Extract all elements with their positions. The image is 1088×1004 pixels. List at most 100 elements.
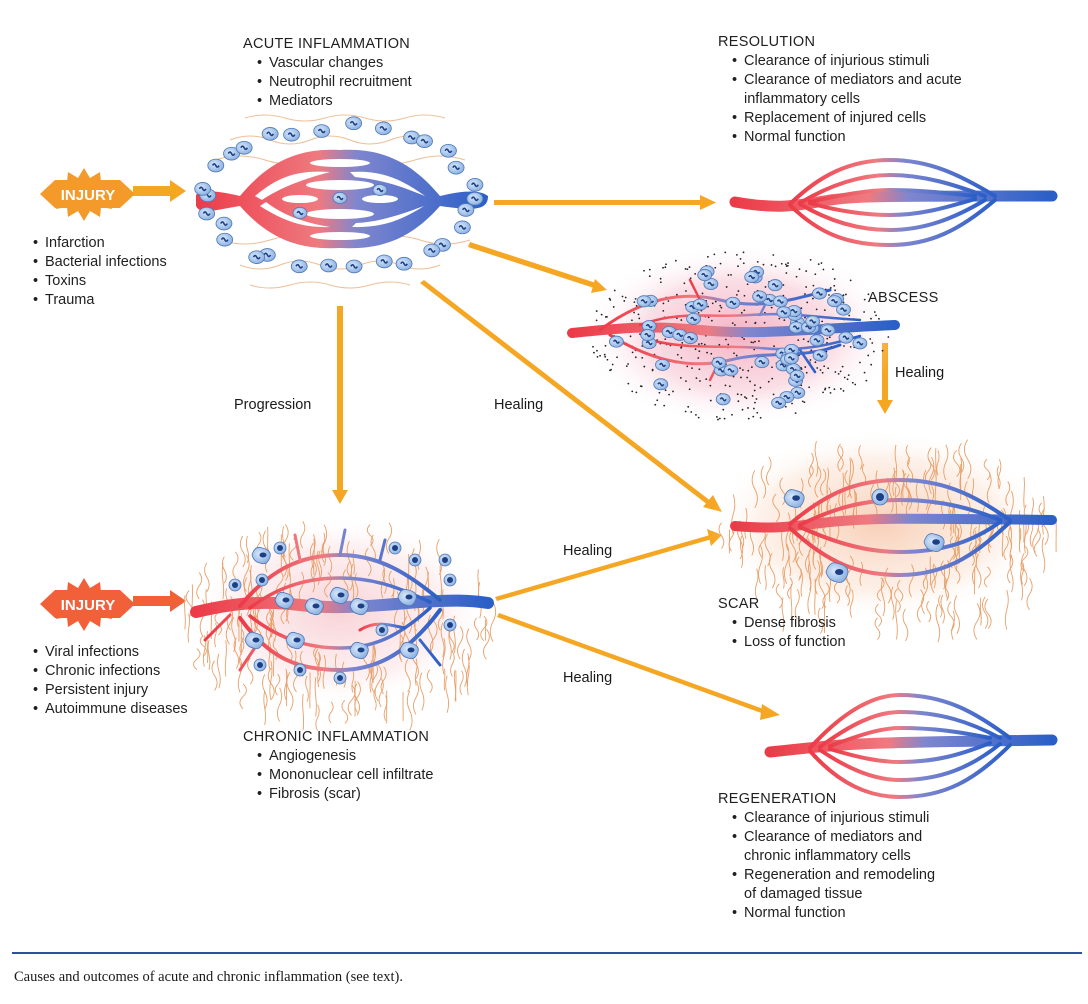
scar-item: Loss of function — [730, 633, 846, 652]
neutrophil-cell — [771, 396, 787, 409]
neutrophil-cell — [290, 259, 308, 274]
neutrophil-cell — [820, 324, 836, 337]
regeneration-list: Clearance of injurious stimuli Clearance… — [730, 809, 935, 923]
acute-item: Mediators — [255, 92, 412, 111]
acute-neutrophils — [194, 116, 484, 274]
neutrophil-cell — [683, 332, 698, 345]
neutrophil-cell — [216, 232, 234, 247]
neutrophil-cell — [776, 306, 792, 319]
macrophage-cell — [923, 533, 945, 553]
macrophage-cell — [274, 591, 294, 610]
resolution-vessel-illustration — [729, 157, 1058, 248]
arrows-group — [133, 180, 893, 720]
scar-cells — [783, 488, 945, 583]
arrow-acute-to-resolution — [494, 195, 716, 210]
acute-list: Vascular changes Neutrophil recruitment … — [255, 54, 412, 111]
neutrophil-cell — [725, 296, 741, 309]
neutrophil-cell — [783, 352, 799, 365]
neutrophil-cell — [836, 303, 851, 316]
neutrophil-cell — [447, 160, 465, 175]
cause-item: Autoimmune diseases — [31, 700, 188, 719]
arrow-injury2-to-chronic — [133, 590, 186, 612]
neutrophil-cell — [423, 243, 441, 258]
neutrophil-cell — [215, 216, 233, 231]
neutrophil-cell — [744, 271, 760, 284]
mononuclear-cell — [375, 623, 389, 637]
mononuclear-cell — [408, 553, 422, 567]
neutrophil-cell — [292, 206, 308, 219]
acute-item: Vascular changes — [255, 54, 412, 73]
chronic-item: Fibrosis (scar) — [255, 785, 433, 804]
neutrophil-cell — [692, 298, 708, 311]
neutrophil-cell — [457, 203, 475, 217]
neutrophil-cell — [703, 278, 719, 291]
neutrophil-cell — [313, 124, 331, 138]
healing-label-chronic-regen: Healing — [563, 670, 613, 686]
arrow-chronic-to-scar — [495, 529, 722, 601]
regeneration-title: REGENERATION — [718, 791, 837, 807]
neutrophil-cell — [697, 269, 713, 282]
injury-bottom-list: Viral infections Chronic infections Pers… — [31, 643, 188, 719]
neutrophil-cell — [372, 183, 388, 196]
scar-title: SCAR — [718, 596, 760, 612]
chronic-title: CHRONIC INFLAMMATION — [243, 729, 430, 745]
progression-label: Progression — [234, 397, 312, 413]
neutrophil-cell — [194, 182, 212, 196]
neutrophil-cell — [711, 356, 727, 369]
neutrophil-cell — [686, 312, 701, 325]
cause-item: Persistent injury — [31, 681, 188, 700]
neutrophil-cell — [375, 254, 393, 269]
macrophage-cell — [329, 586, 349, 605]
acute-item: Neutrophil recruitment — [255, 73, 412, 92]
neutrophil-cell — [374, 121, 392, 136]
neutrophil-cell — [440, 143, 457, 158]
resolution-list: Clearance of injurious stimuli Clearance… — [730, 52, 962, 147]
neutrophil-cell — [345, 259, 363, 274]
neutrophil-cell — [466, 191, 484, 206]
macrophage-cell — [244, 631, 264, 650]
neutrophil-cell — [235, 140, 253, 155]
neutrophil-cell — [805, 315, 821, 328]
macrophage-cell — [251, 546, 271, 565]
regeneration-item: Clearance of injurious stimuli — [730, 809, 935, 828]
macrophage-cell — [397, 588, 417, 607]
neutrophil-cell — [320, 258, 338, 273]
chronic-vessel-illustration — [184, 517, 497, 731]
neutrophil-cell — [283, 127, 300, 142]
neutrophil-cell — [655, 358, 670, 371]
neutrophil-cell — [345, 116, 363, 131]
mononuclear-cell — [253, 658, 267, 672]
cause-item: Chronic infections — [31, 662, 188, 681]
healing-label-abscess: Healing — [895, 365, 945, 381]
cause-item: Viral infections — [31, 643, 188, 662]
acute-title: ACUTE INFLAMMATION — [243, 36, 411, 52]
neutrophil-cell — [207, 158, 225, 173]
neutrophil-cell — [466, 177, 484, 192]
acute-inflammation-block: ACUTE INFLAMMATION Vascular changes Neut… — [243, 35, 412, 111]
regeneration-vessel-illustration — [764, 692, 1058, 800]
macrophage-cell — [285, 631, 305, 650]
neutrophil-cell — [772, 295, 788, 308]
cause-item: Bacterial infections — [31, 253, 167, 272]
acute-vessel-illustration — [194, 114, 488, 289]
neutrophil-cell — [754, 356, 770, 369]
injury-top-causes: Infarction Bacterial infections Toxins T… — [31, 234, 167, 310]
figure-caption: Causes and outcomes of acute and chronic… — [14, 969, 403, 985]
neutrophil-cell — [653, 378, 669, 391]
arrow-acute-to-chronic — [332, 306, 348, 504]
macrophage-cell — [399, 641, 419, 660]
chronic-item: Angiogenesis — [255, 747, 433, 766]
neutrophil-cell — [395, 256, 413, 271]
chronic-item: Mononuclear cell infiltrate — [255, 766, 433, 785]
neutrophil-cell — [223, 146, 240, 161]
neutrophil-cell — [454, 220, 471, 235]
macrophage-cell — [349, 641, 369, 660]
mononuclear-cell — [443, 618, 457, 632]
neutrophil-cell — [827, 295, 842, 308]
scar-list: Dense fibrosis Loss of function — [730, 614, 846, 652]
cause-item: Infarction — [31, 234, 167, 253]
neutrophil-cell — [809, 334, 825, 347]
